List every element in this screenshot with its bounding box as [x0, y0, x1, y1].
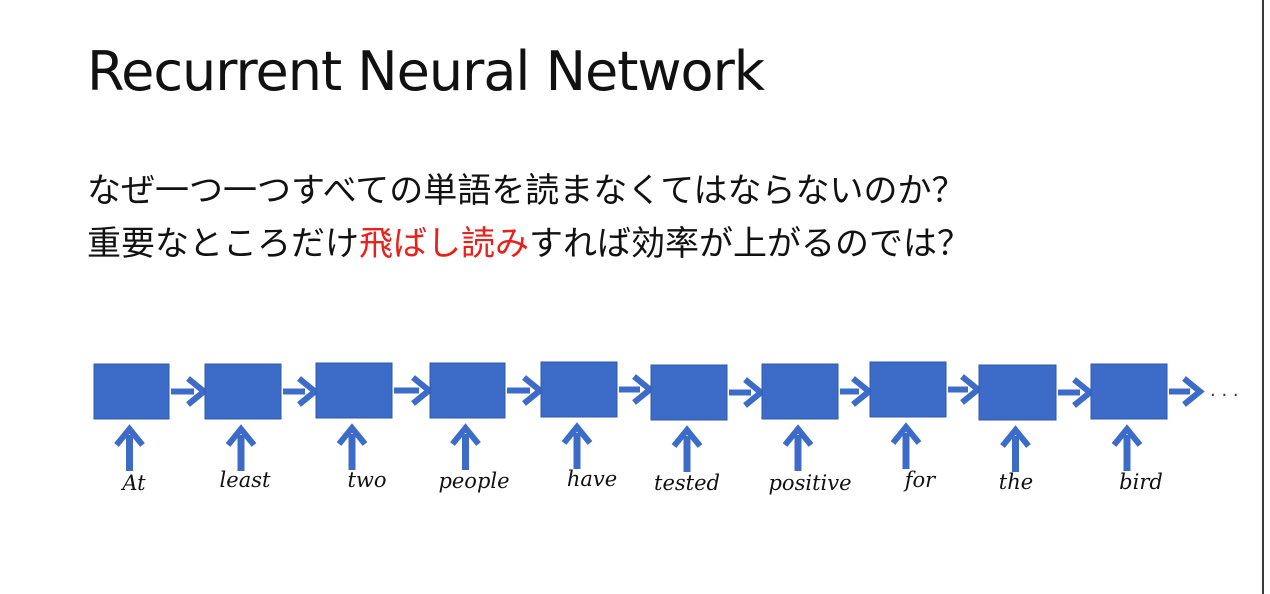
input-word: have	[567, 467, 617, 491]
input-arrow-head	[1111, 424, 1143, 447]
input-arrow-head	[336, 423, 368, 446]
rnn-cell	[761, 363, 839, 420]
input-arrow-head	[890, 422, 922, 445]
input-word: people	[438, 469, 509, 493]
subtitle-line-2: 重要なところだけ飛ばし読みすれば効率が上がるのでは？	[87, 216, 971, 265]
rnn-cell	[540, 361, 618, 418]
recurrent-arrow-head	[522, 375, 545, 406]
rnn-cell	[978, 364, 1057, 421]
rnn-cell	[315, 362, 393, 419]
input-arrow-head	[671, 425, 703, 448]
input-word: positive	[768, 471, 851, 495]
slide-title: Recurrent Neural Network	[87, 40, 765, 103]
rnn-cells-layer: At least two people have tested positive for the…	[93, 361, 1205, 495]
input-word: the	[999, 470, 1033, 494]
recurrent-arrow-head	[960, 374, 983, 405]
subtitle-line-2-prefix: 重要なところだけ	[87, 224, 359, 264]
recurrent-arrow-head	[743, 377, 766, 408]
recurrent-arrow-head	[851, 376, 874, 407]
rnn-cell	[93, 363, 170, 420]
input-word: At	[120, 471, 146, 495]
input-word: two	[347, 468, 386, 492]
input-arrow-head	[450, 423, 481, 446]
rnn-cell	[869, 361, 947, 418]
input-word: bird	[1119, 470, 1163, 494]
recurrent-arrow-head	[297, 376, 320, 407]
input-arrow-head	[782, 424, 814, 447]
input-word: tested	[654, 471, 720, 495]
recurrent-arrow-head	[186, 376, 209, 407]
rnn-cell	[650, 364, 728, 421]
subtitle-line-1: なぜ一つ一つすべての単語を読まなくてはならないのか？	[87, 171, 966, 211]
recurrent-arrow-head	[1072, 377, 1095, 408]
subtitle-line-2-suffix: すれば効率が上がるのでは？	[529, 224, 971, 264]
recurrent-arrow-head	[1182, 376, 1205, 407]
input-arrow-head	[1000, 425, 1031, 448]
rnn-cell	[429, 362, 506, 419]
highlighted-phrase: 飛ばし読み	[359, 224, 529, 264]
rnn-cell	[1090, 363, 1168, 420]
recurrent-arrow-head	[632, 374, 655, 405]
recurrent-arrow-head	[411, 375, 434, 406]
input-word: least	[220, 468, 271, 492]
rnn-cell	[204, 363, 282, 420]
input-word: for	[903, 468, 937, 492]
slide-right-border	[1262, 0, 1264, 594]
input-arrow-head	[225, 424, 257, 447]
continuation-ellipsis: . . .	[1210, 380, 1239, 401]
input-arrow-head	[114, 424, 145, 447]
input-arrow-head	[561, 422, 593, 445]
